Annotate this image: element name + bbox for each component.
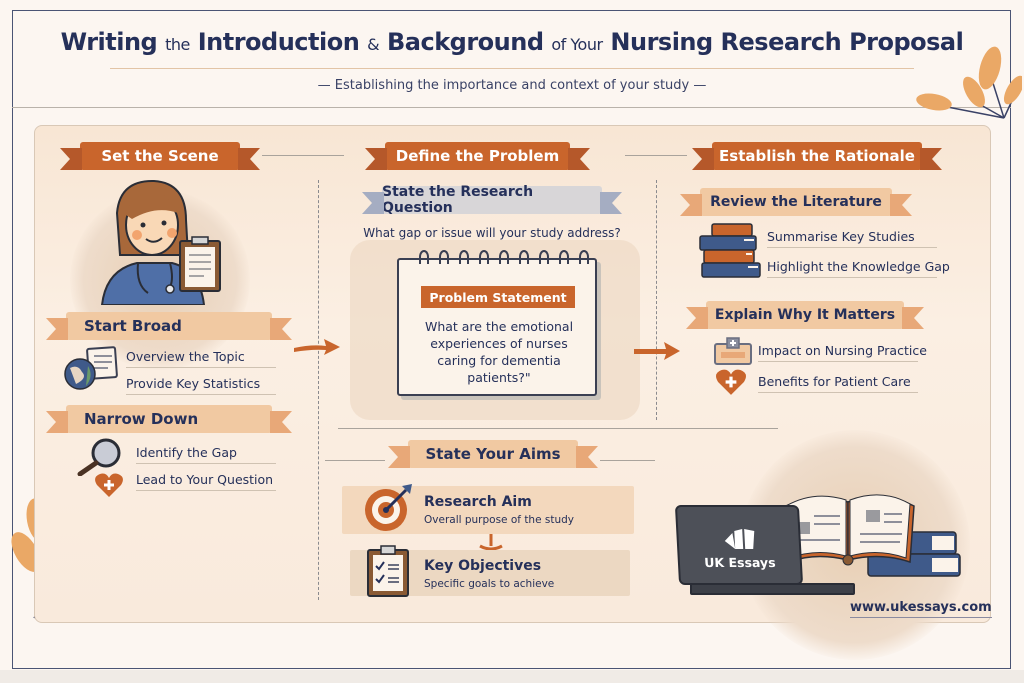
leaf-branch-icon [916, 46, 1022, 119]
subsection-label: Narrow Down [84, 410, 199, 428]
section-header-define-the-problem: Define the Problem [365, 142, 590, 170]
header-divider [12, 107, 1011, 108]
title-part: Introduction [197, 28, 360, 56]
list-item: Provide Key Statistics [126, 376, 276, 395]
divider [600, 460, 655, 461]
subsection-label: Explain Why It Matters [714, 307, 896, 323]
research-aim-title: Research Aim [424, 494, 532, 510]
title-part: & [367, 35, 380, 54]
section-label: State Your Aims [425, 445, 561, 463]
problem-statement-notepad: Problem Statement What are the emotional… [397, 250, 597, 396]
subsection-label: Review the Literature [710, 194, 882, 210]
subsection-header-start-broad: Start Broad [46, 312, 292, 340]
section-label: Establish the Rationale [719, 147, 915, 165]
list-item: Impact on Nursing Practice [758, 343, 927, 362]
divider [338, 428, 778, 429]
problem-statement-label: Problem Statement [421, 286, 575, 308]
list-item: Summarise Key Studies [767, 229, 937, 248]
heart-plus-icon [95, 473, 123, 497]
title-part: Nursing Research Proposal [610, 28, 964, 56]
divider [262, 155, 344, 156]
subsection-label: State the Research Question [382, 184, 534, 216]
laptop-illustration: UK Essays [674, 505, 804, 585]
arrow-right-icon [634, 342, 680, 360]
list-item: Identify the Gap [136, 445, 276, 464]
subsection-header-research-question: State the Research Question [362, 184, 622, 216]
column-divider [656, 180, 657, 420]
list-item: Overview the Topic [126, 349, 276, 368]
title-underline [110, 68, 914, 69]
list-item: Benefits for Patient Care [758, 374, 918, 393]
statement-line: experiences of nurses [430, 336, 568, 351]
website-url[interactable]: www.ukessays.com [850, 600, 992, 618]
section-header-state-your-aims: State Your Aims [388, 440, 598, 468]
magnifying-glass-icon [77, 438, 121, 476]
open-book-icon [782, 494, 961, 577]
checklist-clipboard-icon [367, 545, 409, 597]
section-label: Set the Scene [101, 147, 219, 165]
divider [625, 155, 687, 156]
globe-document-icon [64, 346, 118, 390]
research-aim-subtitle: Overall purpose of the study [424, 514, 575, 526]
section-header-establish-the-rationale: Establish the Rationale [692, 142, 942, 170]
subsection-header-why-it-matters: Explain Why It Matters [686, 301, 924, 329]
laptop-base [690, 583, 855, 595]
laptop-brand-label: UK Essays [703, 555, 776, 570]
connector-icon [479, 534, 503, 550]
title-part: the [165, 35, 190, 54]
books-stack-icon [699, 223, 761, 278]
arrow-right-icon [294, 339, 340, 355]
spiral-binding [419, 250, 589, 264]
page-subtitle: — Establishing the importance and contex… [317, 78, 707, 93]
subsection-label: Start Broad [84, 317, 182, 335]
target-dart-icon [365, 484, 412, 531]
list-item: Lead to Your Question [136, 472, 276, 491]
key-objectives-subtitle: Specific goals to achieve [424, 578, 555, 590]
section-header-set-the-scene: Set the Scene [60, 142, 260, 170]
subsection-header-review-literature: Review the Literature [680, 188, 912, 216]
title-part: Writing [60, 28, 158, 56]
research-question-prompt: What gap or issue will your study addres… [363, 226, 621, 240]
ukessays-logo-icon [724, 529, 755, 549]
subsection-header-narrow-down: Narrow Down [46, 405, 292, 433]
outer-frame [12, 10, 1011, 669]
key-objectives-title: Key Objectives [424, 558, 542, 574]
heart-plus-icon [716, 369, 746, 395]
title-part: Background [386, 28, 544, 56]
column-divider [318, 180, 319, 600]
medical-kit-icon [714, 337, 752, 365]
divider [325, 460, 385, 461]
section-label: Define the Problem [395, 147, 560, 165]
statement-line: What are the emotional [424, 319, 574, 334]
nurse-illustration-icon [100, 179, 221, 305]
list-item: Highlight the Knowledge Gap [767, 259, 950, 278]
problem-statement-text: What are the emotional experiences of nu… [409, 318, 589, 386]
page-title: Writing the Introduction & Background of… [0, 28, 1024, 56]
statement-line: caring for dementia patients?" [437, 353, 561, 385]
title-part: of Your [551, 35, 603, 54]
